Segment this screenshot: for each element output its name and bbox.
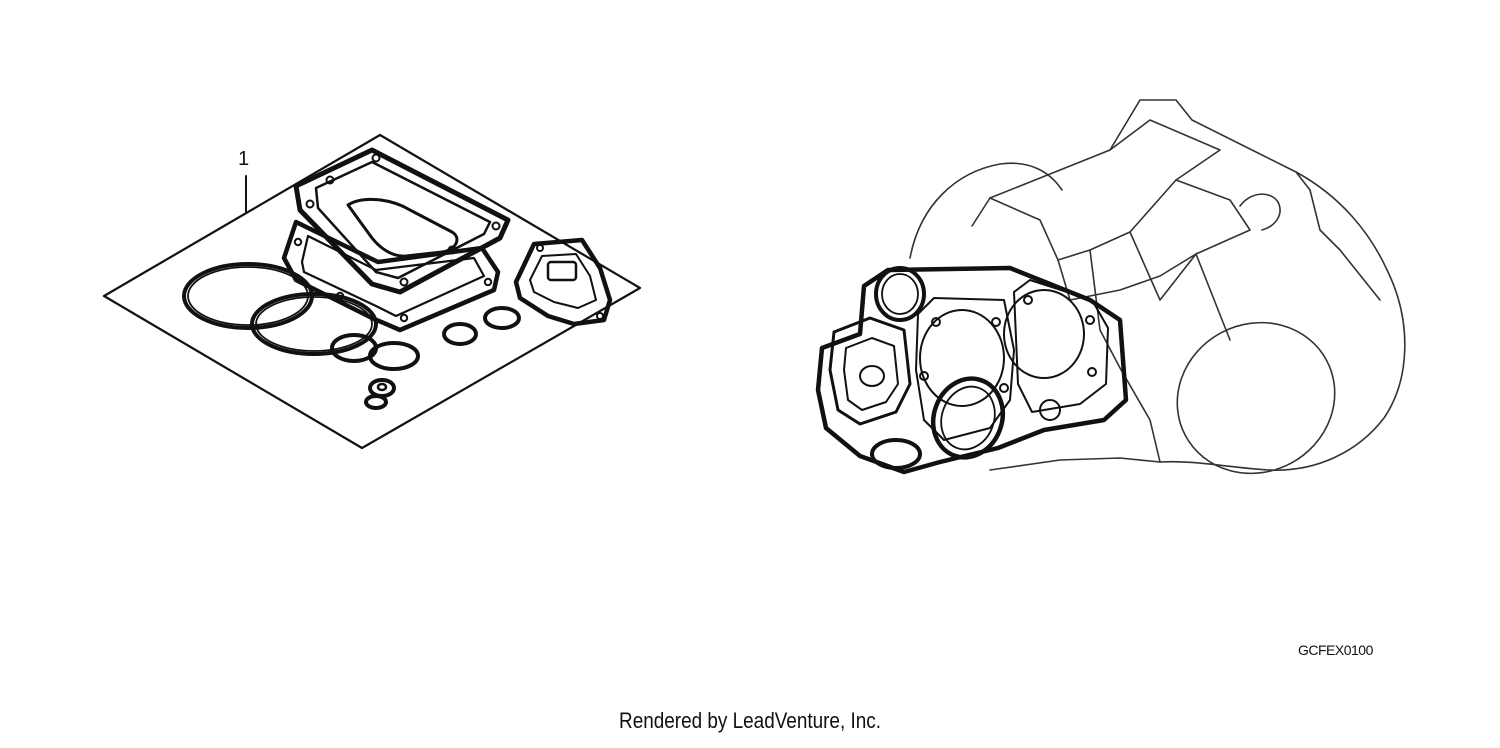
- bolt-hole: [536, 244, 544, 252]
- engine-crank-cover: [1176, 321, 1336, 475]
- engine-top-fin-2: [1175, 179, 1251, 255]
- bolt-hole: [293, 237, 303, 247]
- engine-o-ring-bottom: [870, 438, 922, 470]
- engine-o-ring-top: [874, 266, 926, 322]
- head-cover-gasket-window: [346, 197, 459, 258]
- valve-cover-gasket-slot: [546, 260, 578, 282]
- o-ring-medium: [368, 341, 420, 371]
- engine-mid-panel-2: [1057, 253, 1197, 301]
- bolt-hole: [1039, 399, 1061, 421]
- engine-port-hole: [859, 365, 885, 387]
- bolt-hole: [931, 317, 941, 327]
- bolt-hole: [399, 313, 409, 323]
- engine-o-ring-front-inner: [940, 385, 996, 451]
- engine-cover-gasket-left-inner: [843, 337, 899, 411]
- bolt-hole: [999, 383, 1009, 393]
- engine-top-fin: [1109, 119, 1221, 181]
- bolt-hole: [483, 277, 493, 287]
- valve-cover-gasket: [513, 237, 613, 327]
- bolt-hole: [596, 312, 604, 320]
- bolt-hole: [919, 371, 929, 381]
- bolt-hole: [1023, 295, 1033, 305]
- bolt-hole: [1087, 367, 1097, 377]
- engine-head-gasket-plate: [815, 265, 1129, 475]
- engine-cylinder-bore: [1003, 289, 1085, 379]
- engine-side-cover: [1159, 171, 1406, 471]
- seal-small: [364, 394, 388, 410]
- figure-code: GCFEX0100: [1298, 642, 1373, 658]
- render-credit: Rendered by LeadVenture, Inc.: [619, 708, 881, 733]
- engine-left-housing: [909, 162, 1063, 259]
- callout-number: 1: [238, 148, 250, 170]
- kit-sheet-outline: [102, 133, 642, 450]
- engine-cylinder-bore: [919, 309, 1005, 407]
- bolt-hole: [399, 277, 409, 287]
- engine-bottom-edge: [989, 457, 1161, 471]
- bolt-hole: [1085, 315, 1095, 325]
- o-ring-medium: [483, 306, 521, 330]
- engine-lower-body: [1089, 249, 1161, 463]
- engine-o-ring-top-inner: [881, 273, 919, 315]
- head-cover-gasket-inner: [314, 160, 492, 280]
- bolt-hole: [371, 153, 381, 163]
- bolt-hole: [325, 175, 335, 185]
- o-ring-large-inner: [255, 296, 373, 352]
- seal-small: [368, 378, 396, 398]
- engine-mid-panel: [989, 179, 1177, 261]
- bolt-hole: [491, 221, 501, 231]
- engine-gasket-frame: [915, 297, 1015, 441]
- engine-cover-gasket-left: [828, 316, 912, 426]
- engine-upper-body: [971, 99, 1311, 227]
- cylinder-head-gasket-inner: [300, 234, 486, 318]
- bolt-hole: [991, 317, 1001, 327]
- seal-small-center: [376, 382, 388, 392]
- engine-lower-body-2: [1129, 231, 1231, 341]
- engine-illustration: [815, 99, 1406, 475]
- head-cover-gasket: [293, 147, 511, 295]
- engine-breather-tube: [1239, 193, 1281, 231]
- engine-gasket-frame: [1013, 279, 1109, 413]
- gasket-kit-illustration: [102, 133, 642, 450]
- engine-o-ring-front: [930, 376, 1006, 460]
- o-ring-medium: [442, 322, 478, 346]
- valve-cover-gasket-inner: [529, 253, 597, 309]
- o-ring-large: [250, 292, 378, 356]
- engine-right-rib: [1309, 189, 1381, 301]
- bolt-hole: [305, 199, 315, 209]
